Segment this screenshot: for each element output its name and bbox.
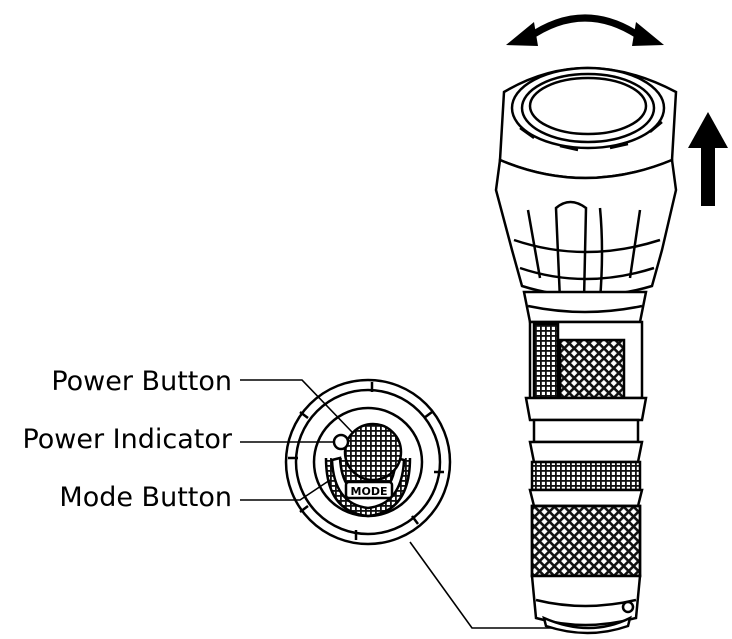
closeup-to-tail-leader — [410, 542, 552, 628]
power-button-knurl — [345, 424, 401, 480]
mode-button-label: Mode Button — [59, 482, 232, 513]
flashlight-body — [496, 68, 676, 633]
power-indicator-led — [334, 435, 348, 449]
power-button-label: Power Button — [51, 366, 232, 397]
rotate-arrow-icon — [506, 18, 664, 46]
mode-engraving: MODE — [351, 485, 388, 498]
power-indicator-label: Power Indicator — [22, 424, 232, 455]
tail-switch-closeup — [286, 380, 450, 544]
up-arrow-icon — [688, 112, 728, 206]
